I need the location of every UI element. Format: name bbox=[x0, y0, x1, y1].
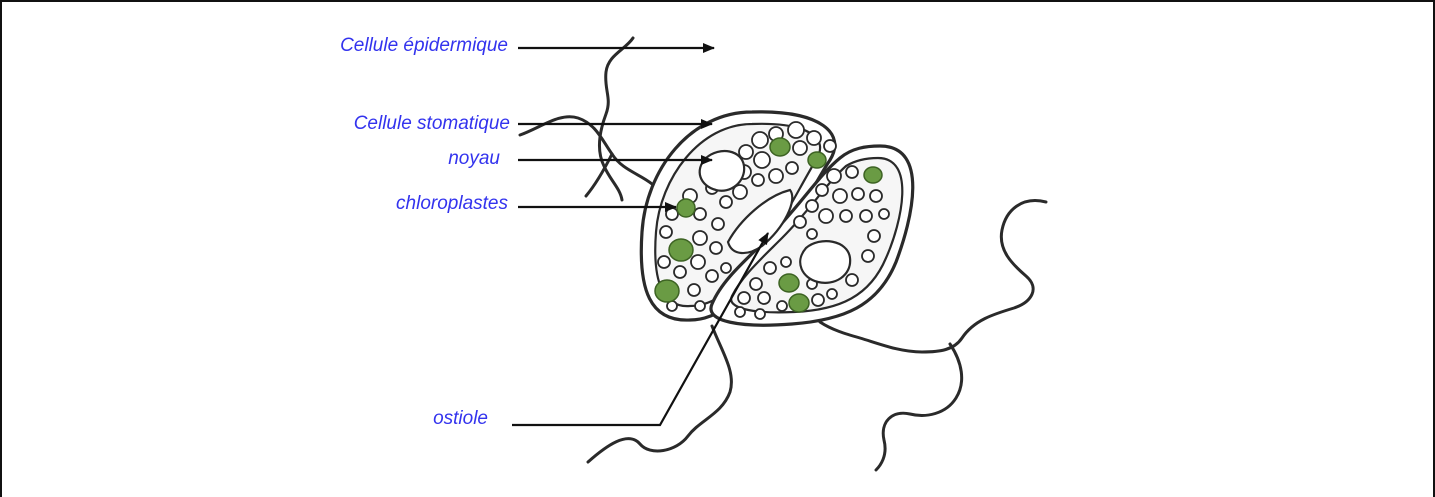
label-stomatal-cell: Cellule stomatique bbox=[354, 113, 510, 135]
nucleus-right bbox=[800, 241, 850, 283]
epidermal-wall-right-lower bbox=[876, 344, 962, 470]
label-ostiole: ostiole bbox=[433, 408, 488, 430]
chloroplast bbox=[789, 294, 809, 312]
label-chloroplasts: chloroplastes bbox=[396, 193, 508, 215]
label-nucleus: noyau bbox=[448, 148, 500, 170]
chloroplast bbox=[808, 152, 826, 168]
chloroplast bbox=[770, 138, 790, 156]
chloroplast bbox=[669, 239, 693, 261]
label-epidermal-cell: Cellule épidermique bbox=[340, 35, 508, 57]
chloroplast bbox=[864, 167, 882, 183]
epidermal-wall-left bbox=[520, 117, 652, 184]
nucleus-left bbox=[700, 151, 745, 191]
chloroplast bbox=[655, 280, 679, 302]
epidermal-wall-top bbox=[600, 38, 633, 200]
epidermal-wall-bottom bbox=[588, 326, 731, 462]
chloroplast bbox=[677, 199, 695, 217]
chloroplast bbox=[779, 274, 799, 292]
